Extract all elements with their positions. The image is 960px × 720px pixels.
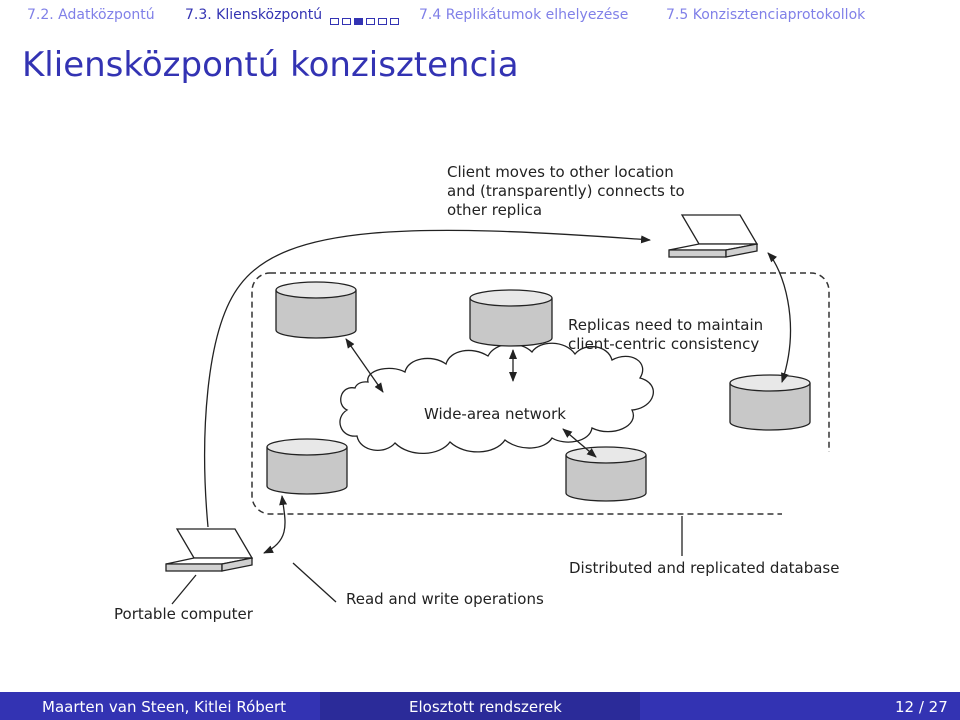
footer-authors: Maarten van Steen, Kitlei Róbert [42,698,287,716]
footer-page-number: 12 / 27 [895,698,948,716]
database-replica-bottom-left [266,438,348,495]
frame-dot[interactable] [378,18,387,25]
nav-section-7-5[interactable]: 7.5 Konzisztenciaprotokollok [666,7,866,23]
database-replica-top-left [275,281,357,339]
footer-page-panel: 12 / 27 [640,692,960,720]
nav-section-7-4[interactable]: 7.4 Replikátumok elhelyezése [419,7,629,23]
frame-dot-current[interactable] [354,18,363,25]
link-laptop-to-right-replica [767,252,792,383]
callout-portable-computer [171,574,197,605]
link-top-left-to-network [345,338,384,393]
laptop-portable-computer-icon [165,528,254,572]
nav-section-7-3[interactable]: 7.3. Kliensközpontú [185,7,323,23]
replicas-label-line-2: client-centric consistency [568,335,759,353]
frame-dot[interactable] [366,18,375,25]
footer-authors-panel: Maarten van Steen, Kitlei Róbert [0,692,320,720]
link-portable-to-bottom-left-replica [263,495,288,554]
callout-read-write [292,562,337,603]
database-replica-right [729,374,811,431]
database-boundary [251,272,830,515]
boundary-gap [782,452,832,520]
section-navigation: 7.2. Adatközpontú 7.3. Kliensközpontú 7.… [0,0,960,30]
replicas-label-line-1: Replicas need to maintain [568,316,763,334]
database-replica-bottom-center [565,446,647,502]
frame-dot[interactable] [390,18,399,25]
frame-progress-dots [330,10,402,25]
client-moves-label-line-1: Client moves to other location [447,163,674,181]
footer-course-panel: Elosztott rendszerek [320,692,640,720]
frame-dot[interactable] [330,18,339,25]
database-replica-top-center [469,289,553,347]
wide-area-network-cloud [339,342,654,455]
frame-dot[interactable] [342,18,351,25]
client-moves-label-line-2: and (transparently) connects to [447,182,685,200]
client-moves-label-line-3: other replica [447,201,542,219]
client-move-arrow [204,229,651,528]
read-write-label: Read and write operations [346,590,544,608]
laptop-new-location-icon [668,214,759,258]
footer-course: Elosztott rendszerek [409,698,562,716]
link-network-to-bottom-center [562,428,597,458]
distributed-db-label: Distributed and replicated database [569,559,839,577]
nav-section-7-2[interactable]: 7.2. Adatközpontú [27,7,155,23]
footer-bar: Maarten van Steen, Kitlei Róbert Eloszto… [0,692,960,720]
portable-computer-label: Portable computer [114,605,254,623]
network-label: Wide-area network [424,405,566,423]
frame-title: Kliensközpontú konzisztencia [22,45,519,85]
